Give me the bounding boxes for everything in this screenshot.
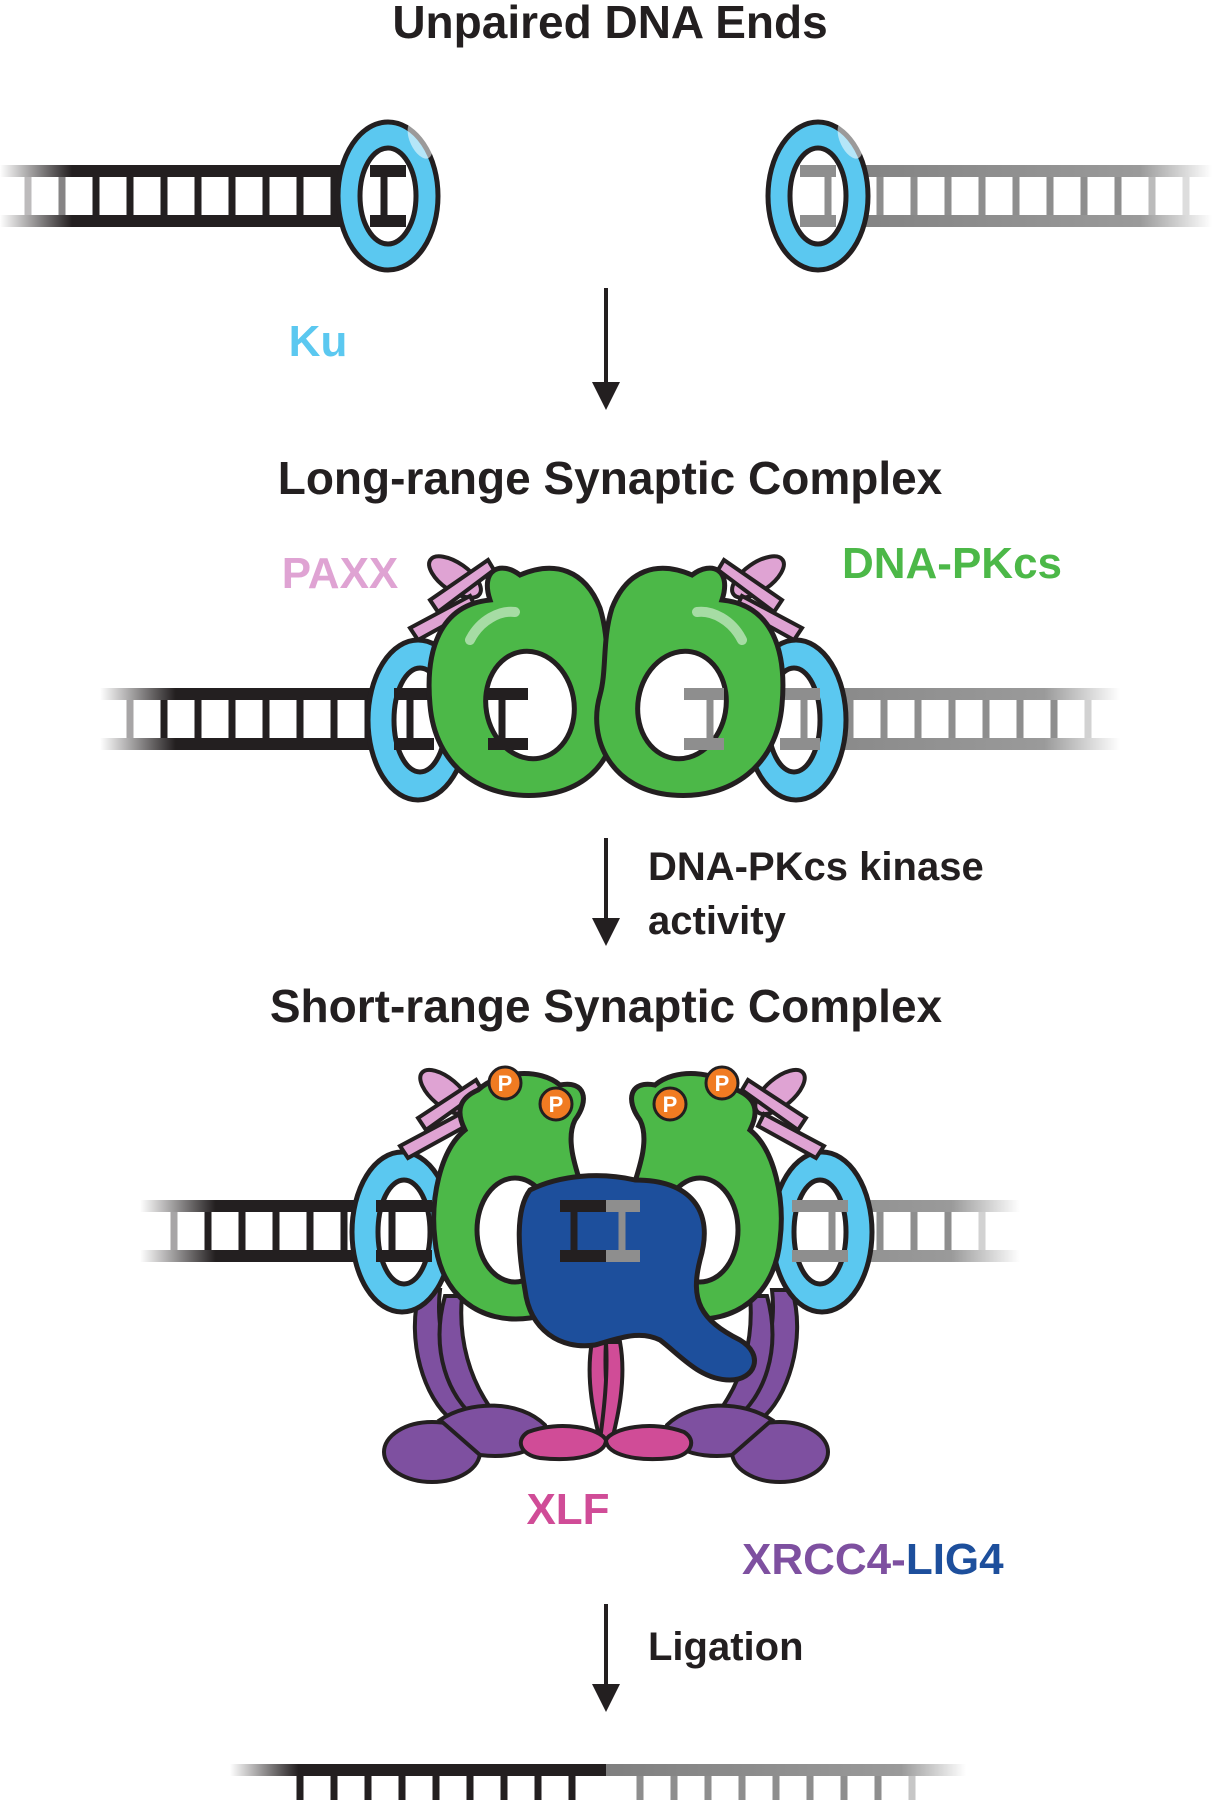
svg-text:P: P: [549, 1092, 564, 1117]
svg-text:P: P: [663, 1092, 678, 1117]
dnapkcs-long-left: [426, 565, 618, 798]
label-dash: -: [891, 1535, 906, 1584]
dnapkcs-long-right: [594, 565, 786, 798]
phospho-left-1: P: [487, 1065, 523, 1101]
ku-ring-short-right: [769, 1149, 875, 1315]
phospho-right-1: P: [704, 1065, 740, 1101]
svg-text:P: P: [498, 1071, 513, 1096]
stage-title-long-range: Long-range Synaptic Complex: [278, 452, 943, 504]
svg-text:P: P: [715, 1071, 730, 1096]
paxx-long-right: [715, 554, 805, 643]
label-xrcc4: XRCC4: [742, 1535, 892, 1584]
ligation-note: Ligation: [648, 1625, 804, 1669]
lig4: [516, 1173, 757, 1383]
label-xlf: XLF: [526, 1485, 609, 1534]
arrow-2: [592, 838, 620, 946]
dna-end-right: [812, 165, 1212, 227]
ku-ring-left: [335, 119, 441, 273]
xlf-dimer: [518, 1340, 694, 1462]
label-paxx: PAXX: [282, 549, 399, 598]
phospho-left-2: P: [538, 1086, 574, 1122]
stage-title-short-range: Short-range Synaptic Complex: [270, 980, 943, 1032]
label-ku: Ku: [289, 317, 348, 366]
dna-ligated: [230, 1764, 966, 1800]
label-lig4: LIG4: [906, 1535, 1004, 1584]
arrow-3: [592, 1604, 620, 1712]
ku-ring-short-left: [349, 1149, 455, 1315]
arrow-1: [592, 288, 620, 410]
paxx-long-left: [407, 554, 497, 643]
kinase-note-line1: DNA-PKcs kinase: [648, 845, 984, 889]
ku-ring-right: [765, 119, 871, 273]
stage-title-unpaired: Unpaired DNA Ends: [392, 0, 827, 48]
label-dnapkcs: DNA-PKcs: [842, 539, 1062, 588]
phospho-right-2: P: [652, 1086, 688, 1122]
label-xrcc4-lig4: XRCC4-LIG4: [742, 1535, 1004, 1584]
kinase-note-line2: activity: [648, 899, 787, 943]
